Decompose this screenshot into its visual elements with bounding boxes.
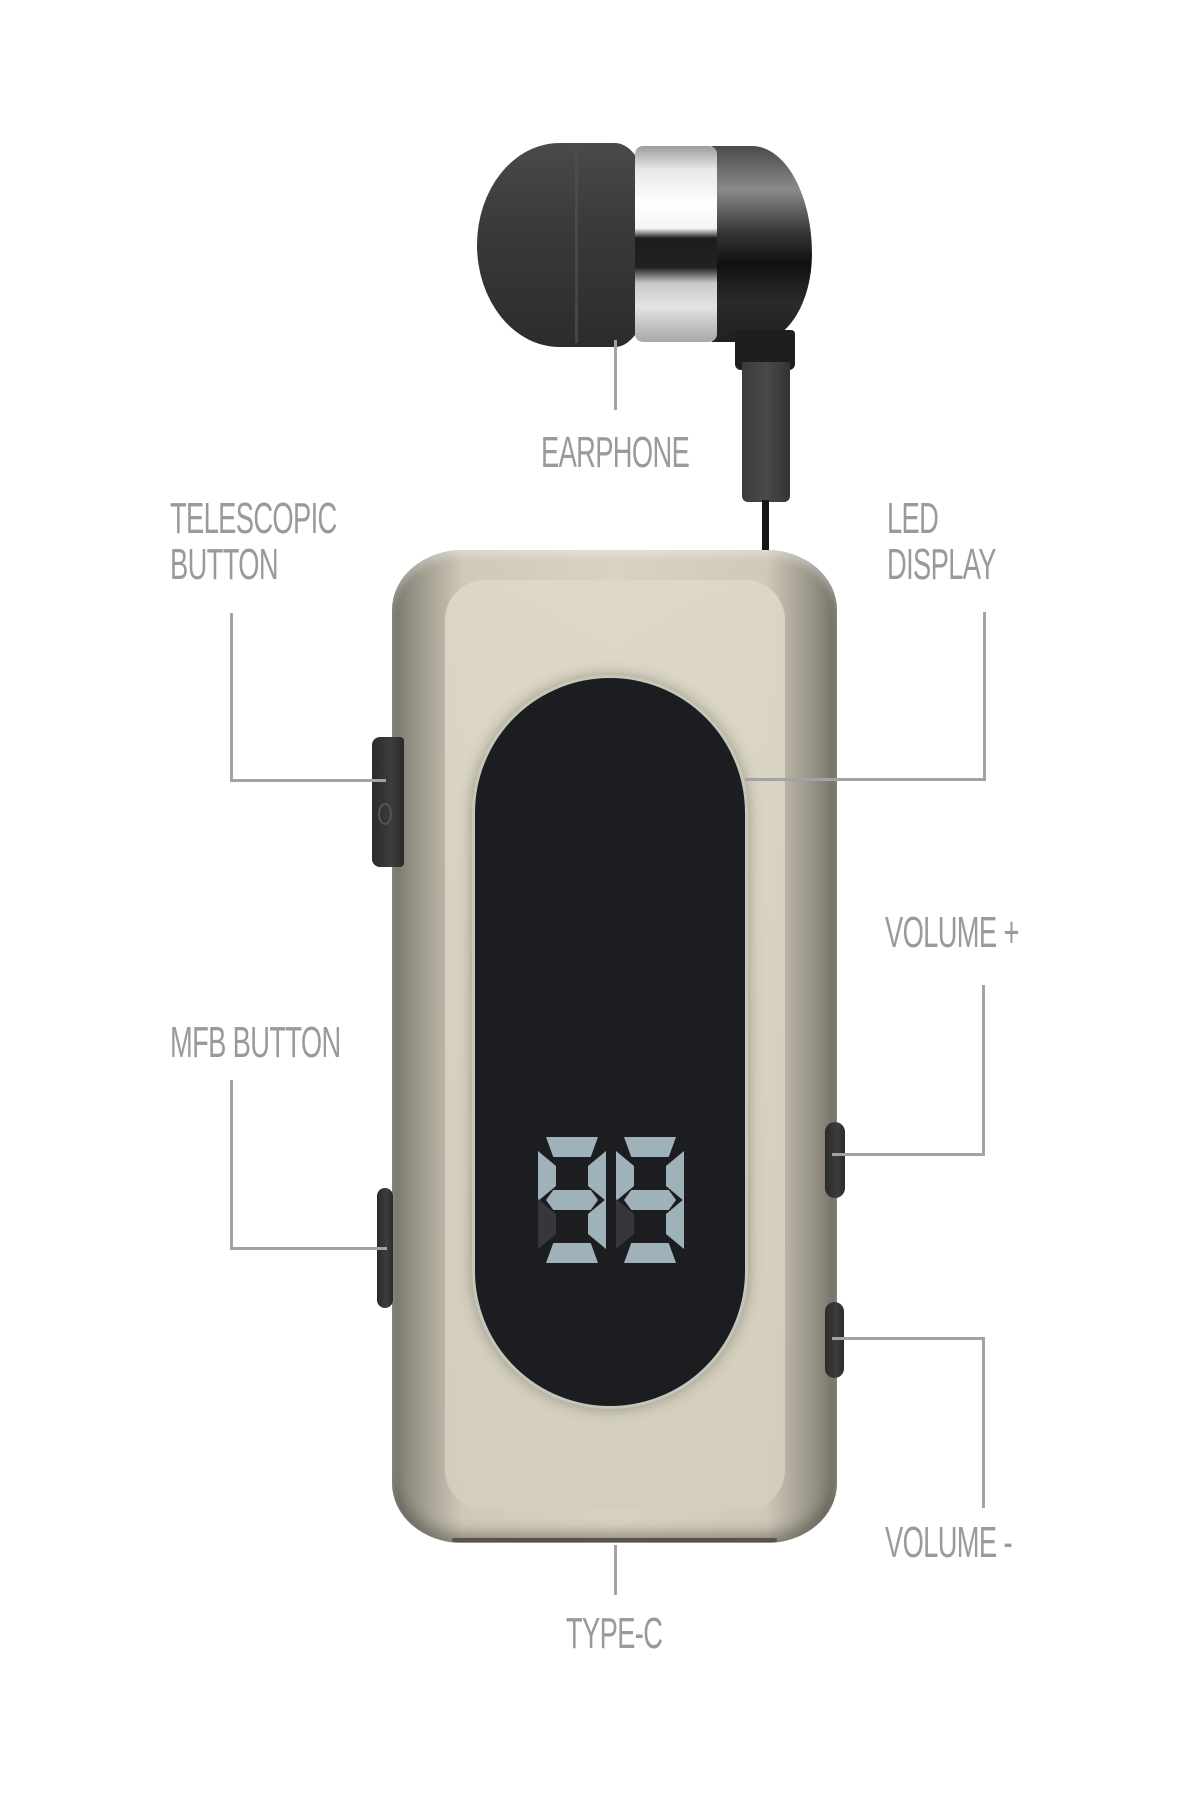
volume-up-button[interactable] (825, 1122, 845, 1198)
earphone-stem (742, 362, 790, 502)
telescopic-button[interactable] (372, 737, 404, 867)
earphone-housing (712, 146, 812, 342)
volume-down-button[interactable] (825, 1302, 844, 1378)
led-display-leader-vertical (983, 612, 986, 781)
earphone-tip (477, 143, 649, 347)
earphone-leader-line (614, 340, 617, 410)
volume-up-label: VOLUME + (885, 908, 1019, 957)
earphone-cable (762, 500, 769, 556)
led-display (472, 675, 748, 1409)
earphone-tip-seam (575, 148, 578, 343)
led-display-leader-horizontal (745, 778, 986, 781)
mfb-leader-horizontal (230, 1247, 387, 1250)
led-digit-9 (616, 1137, 684, 1263)
volume-down-leader-horizontal (832, 1337, 985, 1340)
earphone-metal-ring (635, 146, 717, 342)
telescopic-leader-horizontal (230, 779, 386, 782)
telescopic-leader-vertical (230, 613, 233, 782)
led-digit-9 (538, 1137, 606, 1263)
volume-up-leader-vertical (982, 985, 985, 1156)
earphone-label: EARPHONE (541, 428, 690, 477)
mfb-button-label: MFB BUTTON (170, 1018, 341, 1067)
type-c-port-edge (452, 1538, 777, 1542)
type-c-label: TYPE-C (566, 1609, 663, 1658)
telescopic-button-label: TELESCOPIC BUTTON (170, 494, 337, 589)
telescopic-button-mark-icon (378, 803, 392, 825)
type-c-leader-line (614, 1545, 617, 1595)
volume-down-leader-vertical (982, 1337, 985, 1508)
volume-down-label: VOLUME - (885, 1518, 1013, 1567)
mfb-leader-vertical (230, 1080, 233, 1250)
volume-up-leader-horizontal (832, 1153, 985, 1156)
led-digits (538, 1137, 684, 1263)
led-display-label: LED DISPLAY (887, 494, 996, 589)
